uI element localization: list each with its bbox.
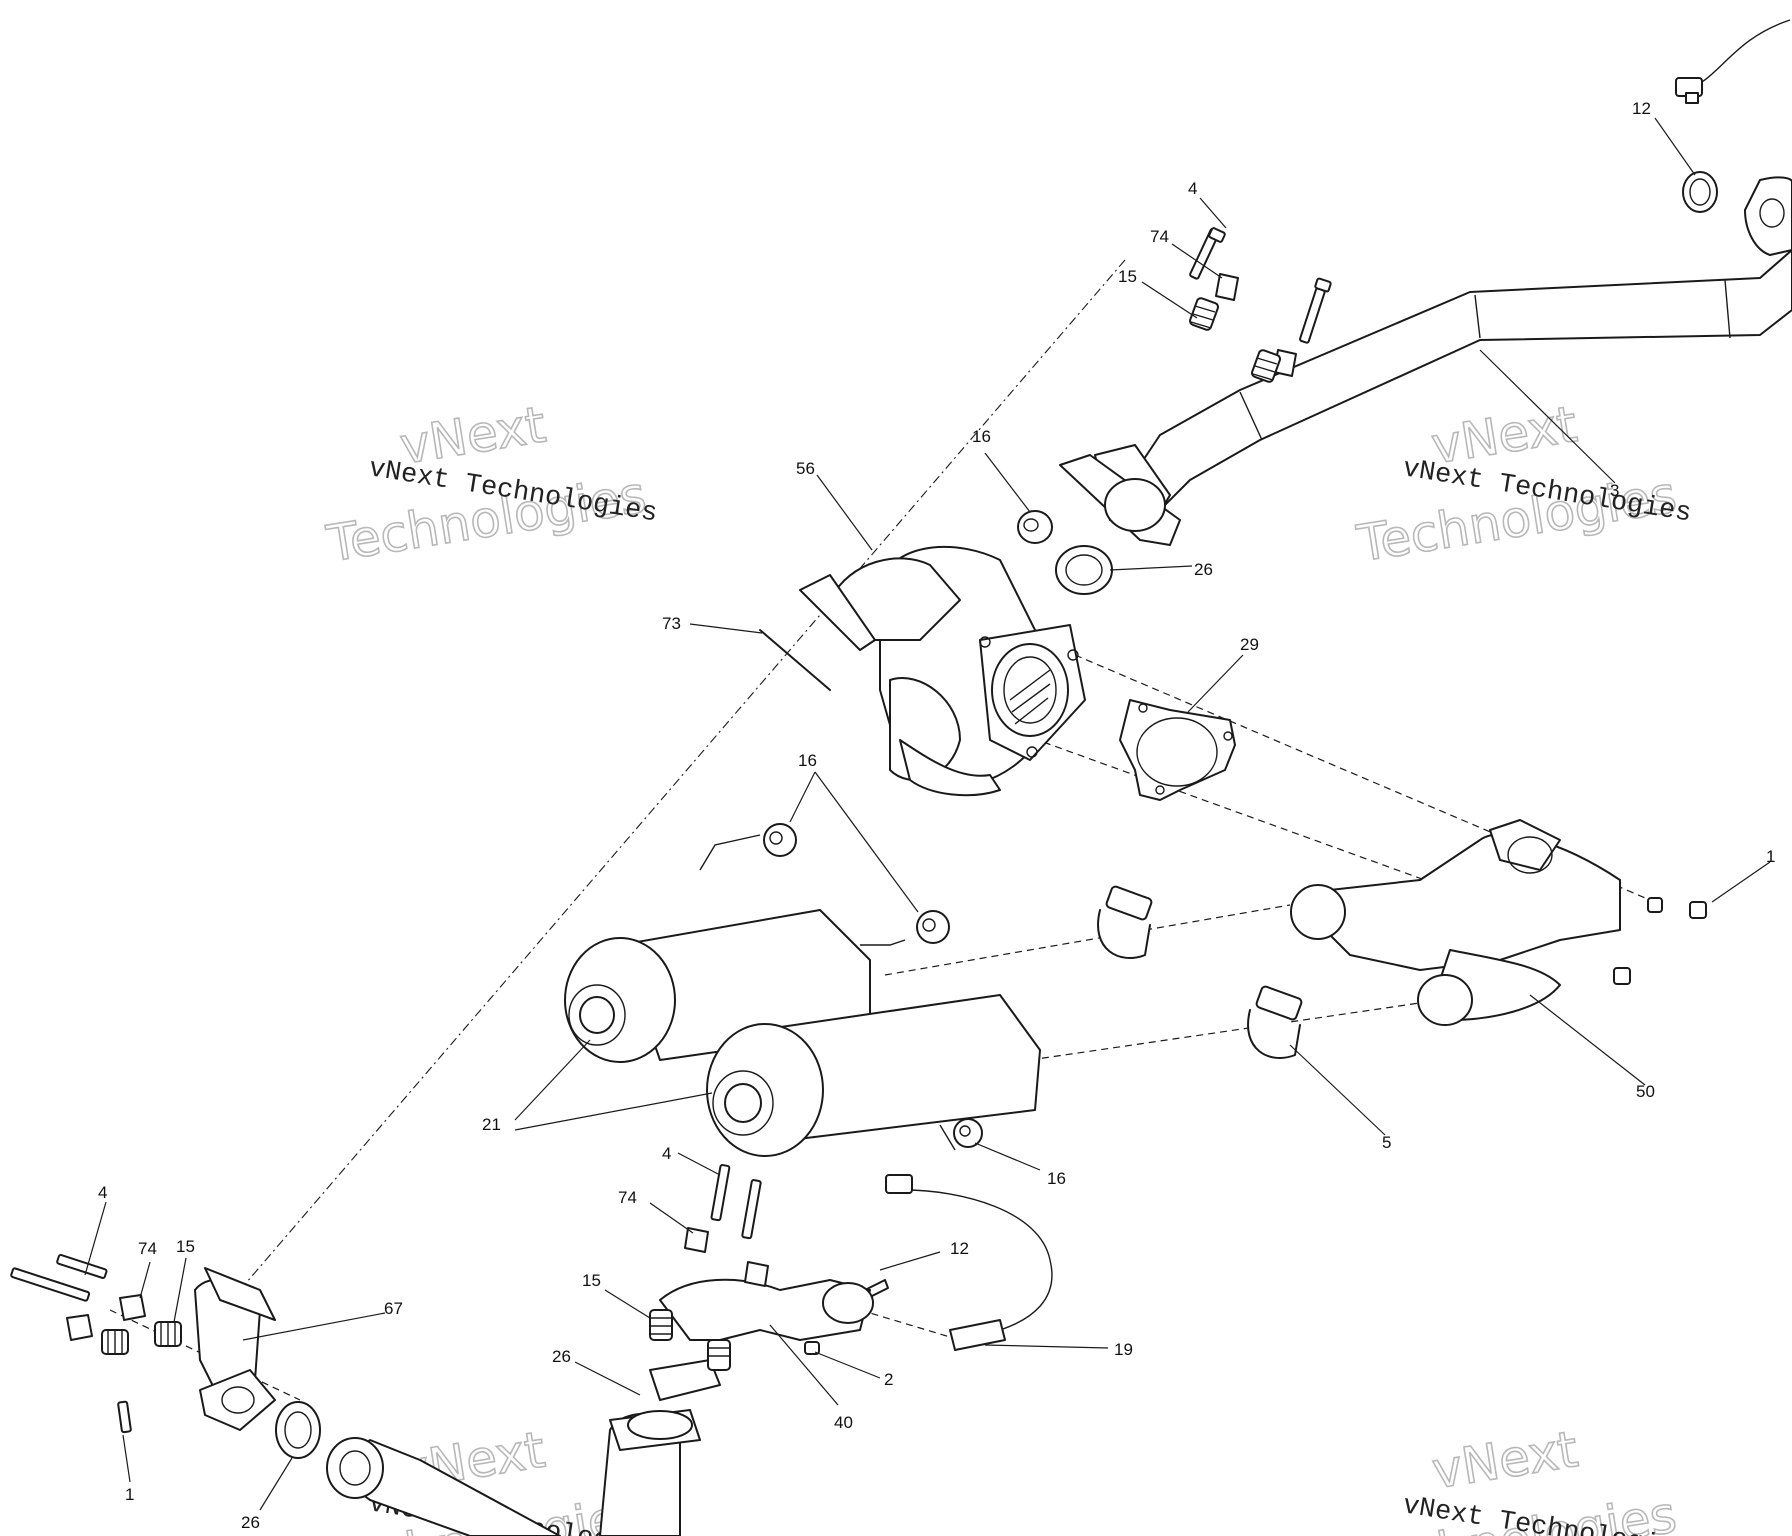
- callout-19: 19: [1114, 1340, 1133, 1359]
- bolt-4-upper-b: [1299, 277, 1332, 344]
- callout-56: 56: [796, 459, 815, 478]
- assembly-line-o2-sensor: [859, 1309, 961, 1341]
- callout-67: 67: [384, 1299, 403, 1318]
- grommet-16-mid-b: [916, 910, 950, 944]
- callout-50: 50: [1636, 1082, 1655, 1101]
- bolt-4-left: [10, 1253, 108, 1302]
- assembly-line-cat: [1009, 729, 1481, 901]
- washer-74-lower-mid: [684, 1227, 709, 1253]
- catalytic-converter: [799, 545, 1086, 797]
- callout-3: 3: [1610, 481, 1619, 500]
- y-pipe: [1290, 819, 1621, 1026]
- nut-1-right-b: [1689, 901, 1707, 919]
- exhaust-pipe-lower-left: [326, 1437, 561, 1536]
- callout-26-mid: 26: [552, 1347, 571, 1366]
- spring-15-lower-mid: [649, 1309, 731, 1371]
- head-pipe-front: [1059, 176, 1792, 546]
- callout-74-upper: 74: [1150, 227, 1169, 246]
- seal-ring-26-left: [275, 1401, 321, 1459]
- grommet-16-low: [953, 1118, 983, 1148]
- head-pipe-rear: [599, 1278, 874, 1536]
- callout-labels: 12 4 74 15 16 56 3 26 73 29 16 1 50 5 21…: [98, 99, 1775, 1532]
- callout-4-left: 4: [98, 1183, 107, 1202]
- assembly-line-muffler-upper: [884, 904, 1291, 976]
- bolt-4-lower-mid: [710, 1164, 762, 1240]
- callout-12-upper: 12: [1632, 99, 1651, 118]
- grommet-16-upper: [1017, 510, 1053, 544]
- callout-21: 21: [482, 1115, 501, 1134]
- assembly-axis-main: [239, 259, 1126, 1291]
- callout-29: 29: [1240, 635, 1259, 654]
- spring-15-upper: [1189, 297, 1219, 331]
- callout-12-lower: 12: [950, 1239, 969, 1258]
- spring-15-upper-b: [1251, 349, 1281, 383]
- flange-pipe-67: [194, 1267, 276, 1431]
- washer-74-left-b: [119, 1294, 146, 1321]
- washer-74-upper: [1215, 273, 1239, 301]
- callout-1-left: 1: [125, 1485, 134, 1504]
- callout-40: 40: [834, 1413, 853, 1432]
- callout-16-upper: 16: [972, 427, 991, 446]
- callout-5: 5: [1382, 1133, 1391, 1152]
- callout-4-mid: 4: [662, 1144, 671, 1163]
- callout-26-upper: 26: [1194, 560, 1213, 579]
- clamp-upper: [1097, 885, 1153, 959]
- bolt-2: [804, 1341, 820, 1355]
- bolt-1-left: [117, 1400, 132, 1434]
- callout-15-upper: 15: [1118, 267, 1137, 286]
- gasket-strip-73: [759, 629, 831, 691]
- washer-74-lower-mid-b: [744, 1261, 769, 1287]
- callout-26-left: 26: [241, 1513, 260, 1532]
- callout-15-left: 15: [176, 1237, 195, 1256]
- seal-ring-12-upper: [1682, 171, 1718, 213]
- o2-sensor-upper: [1675, 19, 1791, 104]
- callout-16-mid: 16: [798, 751, 817, 770]
- nut-1-right-a: [1647, 897, 1663, 913]
- callout-15-mid: 15: [582, 1271, 601, 1290]
- callout-74-mid: 74: [618, 1188, 637, 1207]
- washer-74-left: [66, 1314, 93, 1341]
- bolt-4-upper: [1189, 227, 1226, 280]
- callout-73: 73: [662, 614, 681, 633]
- callout-74-left: 74: [138, 1239, 157, 1258]
- callout-1-right: 1: [1766, 847, 1775, 866]
- callout-2: 2: [884, 1370, 893, 1389]
- seal-ring-26-upper: [1055, 545, 1113, 595]
- grommet-16-mid-a: [763, 823, 797, 857]
- nut-1-right-c: [1613, 967, 1631, 985]
- assembly-line-muffler-lower: [1029, 999, 1441, 1061]
- callout-4-upper: 4: [1188, 179, 1197, 198]
- svg-text:vNext: vNext: [1428, 1420, 1581, 1500]
- leader-lines: [84, 117, 1771, 1511]
- spring-15-left: [101, 1321, 182, 1355]
- callout-16-low: 16: [1047, 1169, 1066, 1188]
- clamp-lower: [1247, 985, 1303, 1059]
- muffler-lower: [706, 994, 1041, 1157]
- o2-sensor-lower: [885, 1174, 1053, 1351]
- gasket-29: [1119, 699, 1236, 801]
